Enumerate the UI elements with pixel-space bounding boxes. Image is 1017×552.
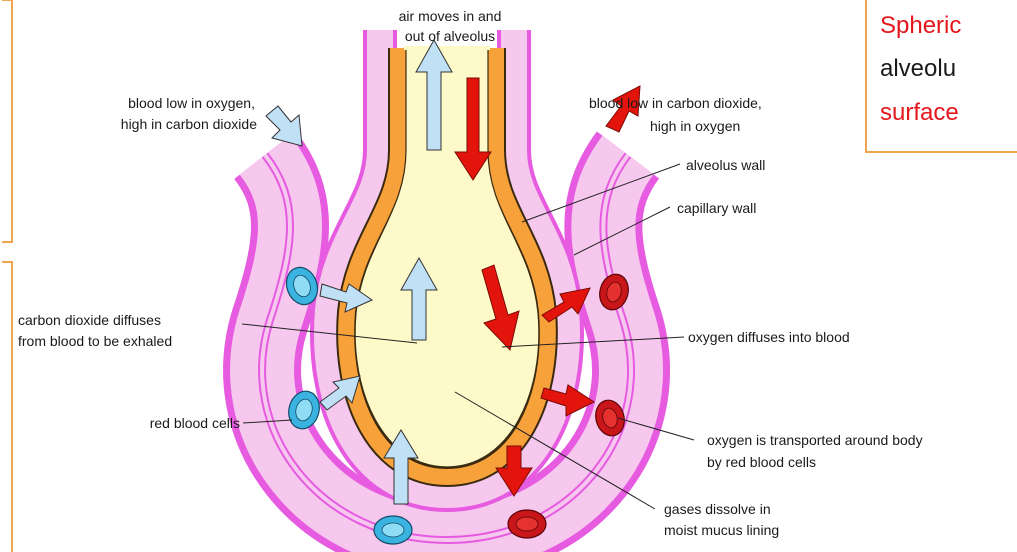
- label-red-blood-cells: red blood cells: [150, 415, 240, 431]
- label-air-line-2: out of alveolus: [405, 28, 495, 44]
- label-oxygen-diffuses: oxygen diffuses into blood: [688, 329, 850, 345]
- left-panel-bottom-border: [2, 262, 12, 552]
- label-capillary-wall: capillary wall: [677, 200, 756, 216]
- label-blood-in-line-1: blood low in oxygen,: [128, 95, 255, 111]
- label-blood-out-line-1: blood low in carbon dioxide,: [589, 95, 762, 111]
- label-co2-line-1: carbon dioxide diffuses: [18, 312, 161, 328]
- label-air-line-1: air moves in and: [399, 8, 502, 24]
- callout-line-1: Spheric: [880, 12, 961, 39]
- red-blood-cell-bottom-right: [508, 510, 546, 538]
- callout-line-2: alveolu: [880, 55, 956, 82]
- label-co2-line-2: from blood to be exhaled: [18, 333, 172, 349]
- label-alveolus-wall: alveolus wall: [686, 157, 765, 173]
- blood-in-arrow: [266, 106, 302, 146]
- label-gases-line-1: gases dissolve in: [664, 501, 771, 517]
- left-panel-top-border: [2, 0, 12, 242]
- label-blood-out-line-2: high in oxygen: [650, 118, 740, 134]
- label-transport-line-2: by red blood cells: [707, 454, 816, 470]
- label-blood-in-line-2: high in carbon dioxide: [121, 116, 257, 132]
- label-gases-line-2: moist mucus lining: [664, 522, 779, 538]
- label-transport-line-1: oxygen is transported around body: [707, 432, 923, 448]
- callout-line-3: surface: [880, 99, 959, 126]
- red-blood-cell-bottom-left: [374, 516, 412, 544]
